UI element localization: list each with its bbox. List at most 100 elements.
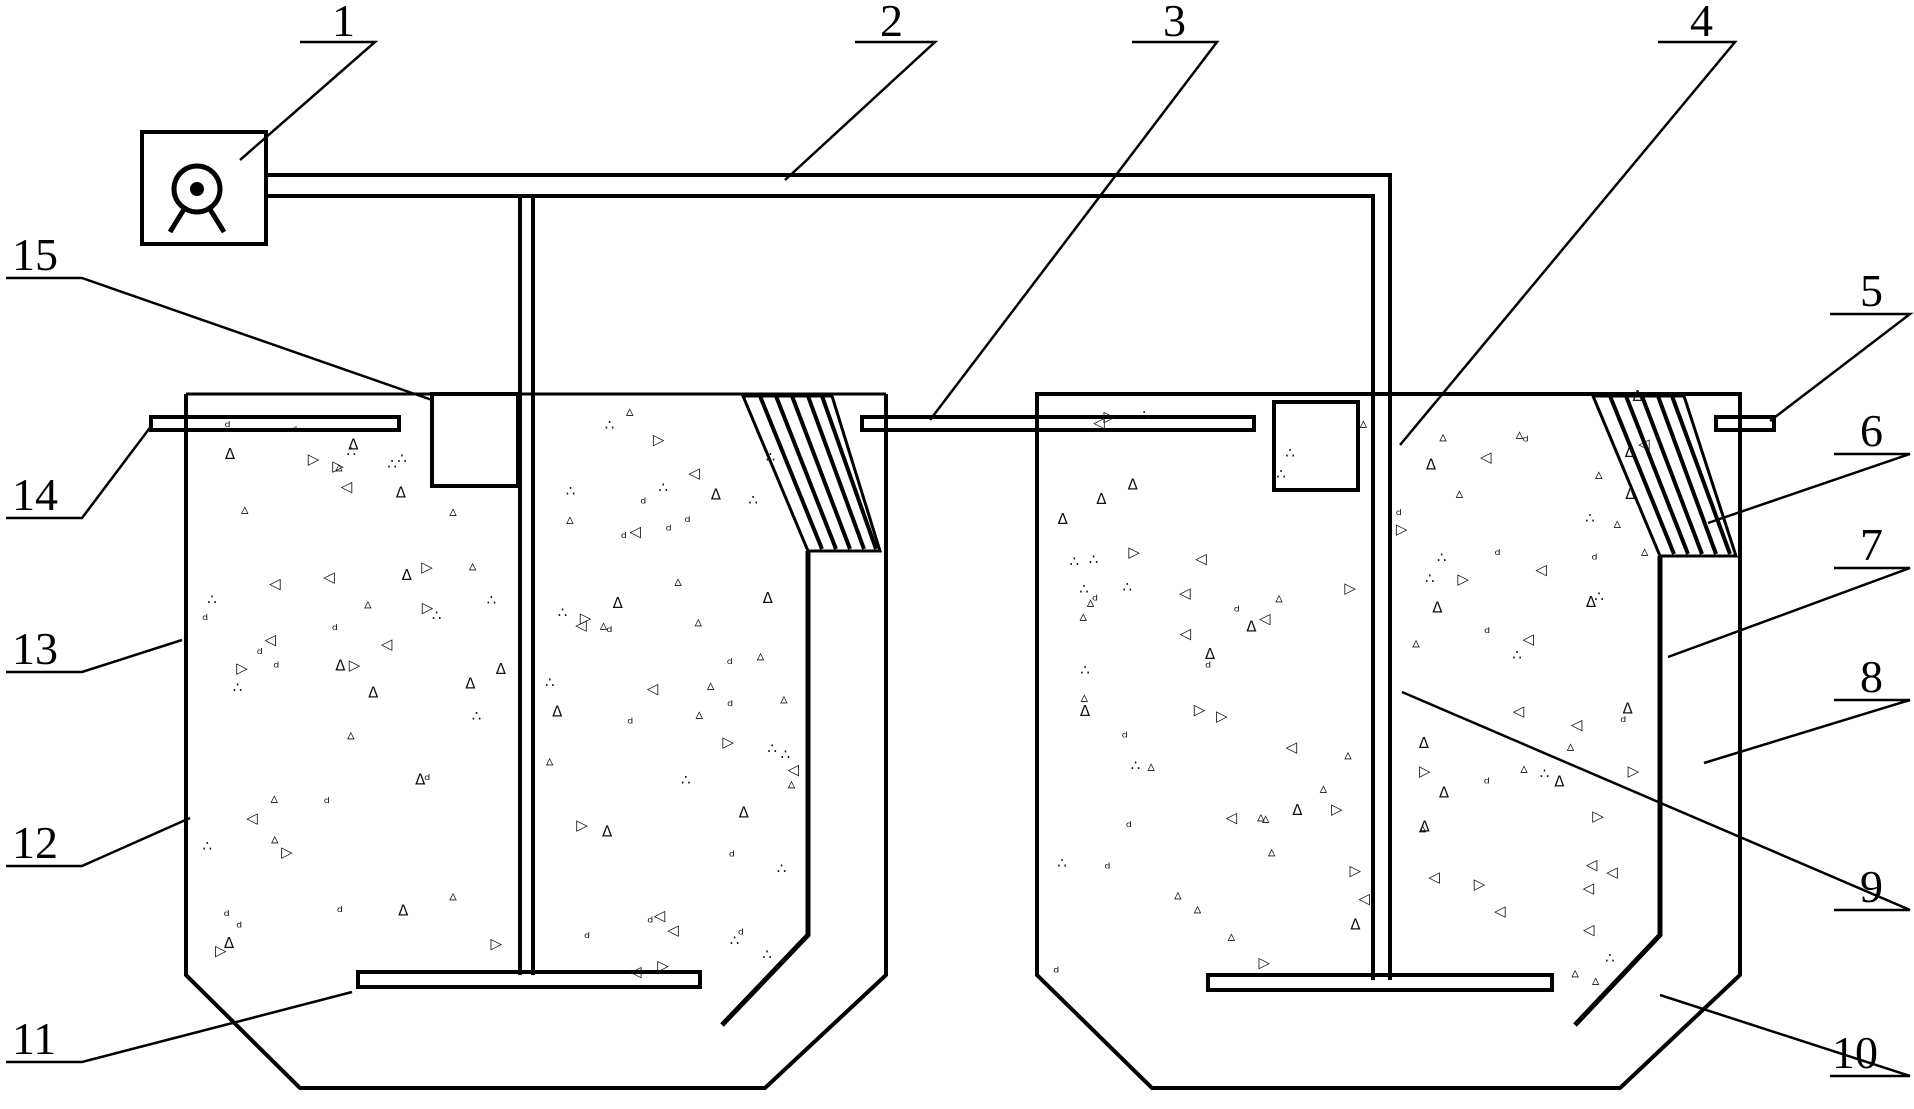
media-speck: ∴ bbox=[1070, 552, 1080, 570]
media-speck: ᵈ bbox=[1205, 659, 1211, 677]
media-speck: ▵ bbox=[566, 510, 574, 528]
media-speck: ∴ bbox=[472, 707, 482, 725]
inclined-plate-settler bbox=[740, 394, 883, 553]
media-speck: ∴ bbox=[1131, 757, 1141, 775]
media-speck: Δ bbox=[1426, 455, 1437, 473]
media-speck: ▷ bbox=[653, 431, 665, 449]
media-speck: ▷ bbox=[1396, 520, 1408, 538]
media-speck: ∴ bbox=[1080, 661, 1090, 679]
media-speck: Δ bbox=[1292, 801, 1303, 819]
media-speck: ▵ bbox=[1456, 484, 1464, 502]
media-speck: ᵈ bbox=[273, 659, 279, 677]
media-speck: ∴ bbox=[432, 607, 442, 625]
media-speck: ᵈ bbox=[727, 655, 733, 673]
media-speck: ▵ bbox=[1262, 809, 1270, 827]
media-speck: ◁ bbox=[265, 630, 277, 648]
media-speck: ᵈ bbox=[647, 914, 653, 932]
media-speck: ▵ bbox=[1360, 414, 1368, 432]
media-speck: ∴ bbox=[767, 740, 777, 758]
media-speck: ∴ bbox=[1139, 406, 1149, 424]
media-speck: ▵ bbox=[1412, 633, 1420, 651]
media-speck: ᵈ bbox=[738, 926, 744, 944]
media-speck: ∴ bbox=[730, 932, 740, 950]
leader-lines bbox=[6, 40, 1914, 1078]
media-speck: ▵ bbox=[1571, 964, 1579, 982]
media-speck: ᵈ bbox=[1053, 964, 1059, 982]
media-speck: ◁ bbox=[1180, 625, 1192, 643]
media-speck: ᵈ bbox=[584, 929, 590, 947]
media-speck: ▷ bbox=[580, 609, 592, 627]
media-speck: ᵈ bbox=[1234, 603, 1240, 621]
media-speck: ▵ bbox=[695, 613, 703, 631]
media-speck: ᵈ bbox=[727, 697, 733, 715]
media-speck: Δ bbox=[1246, 617, 1257, 635]
media-speck: ᵈ bbox=[1126, 818, 1132, 836]
media-speck: ▷ bbox=[722, 733, 734, 751]
media-speck: ᵈ bbox=[1396, 506, 1402, 524]
media-speck: ∴ bbox=[1605, 949, 1615, 967]
media-speck: ◁ bbox=[1606, 863, 1618, 881]
media-speck: ▵ bbox=[1419, 818, 1427, 836]
media-speck: ∴ bbox=[207, 591, 217, 609]
media-speck: ∴ bbox=[777, 860, 787, 878]
media-speck: ∴ bbox=[658, 478, 668, 496]
blower-icon bbox=[167, 163, 227, 234]
suspended-media: ▵ᵈᵈ◁∴▵Δ▷▷ᵈΔΔ▵∴ΔΔ◁Δ▵ᵈ∴▷Δ▵▷▷ᵈ∴◁▷ᵈ▷ᵈ◁▵◁Δ▵ᵈ▵… bbox=[202, 387, 1650, 989]
media-speck: ▵ bbox=[674, 572, 682, 590]
media-speck: ᵈ bbox=[1484, 774, 1490, 792]
media-speck: ◁ bbox=[630, 963, 642, 981]
media-speck: ᵈ bbox=[685, 513, 691, 531]
media-speck: ◁ bbox=[788, 761, 800, 779]
baffle-wall bbox=[720, 551, 811, 1027]
media-speck: ᵈ bbox=[1523, 432, 1529, 450]
callout-label: 8 bbox=[1860, 651, 1883, 702]
blower-unit bbox=[140, 130, 268, 246]
callout-label: 6 bbox=[1860, 405, 1883, 456]
media-speck: ▵ bbox=[788, 775, 796, 793]
media-speck: ∴ bbox=[748, 491, 758, 509]
media-speck: Δ bbox=[465, 674, 476, 692]
media-speck: ▷ bbox=[308, 450, 320, 468]
media-speck: ∴ bbox=[681, 771, 691, 789]
media-speck: ▷ bbox=[349, 656, 361, 674]
media-speck: ◁ bbox=[654, 907, 666, 925]
callout-label: 3 bbox=[1163, 0, 1186, 46]
media-speck: ᵈ bbox=[1592, 551, 1598, 569]
media-speck: Δ bbox=[225, 445, 236, 463]
media-speck: ▵ bbox=[1275, 588, 1283, 606]
media-speck: Δ bbox=[496, 660, 507, 678]
media-speck: Δ bbox=[415, 770, 426, 788]
media-speck: ▵ bbox=[1592, 971, 1600, 989]
media-speck: ▷ bbox=[236, 659, 248, 677]
media-speck: ▵ bbox=[1081, 688, 1089, 706]
media-speck: ◁ bbox=[1195, 549, 1207, 567]
media-speck: Δ bbox=[368, 684, 379, 702]
media-speck: ∴ bbox=[1276, 465, 1286, 483]
media-speck: ∴ bbox=[1425, 569, 1435, 587]
media-speck: ᵈ bbox=[666, 522, 672, 540]
callout-label: 9 bbox=[1860, 861, 1883, 912]
media-speck: ᵈ bbox=[291, 423, 297, 441]
media-speck: ᵈ bbox=[606, 623, 612, 641]
media-speck: ∴ bbox=[397, 450, 407, 468]
left-tank bbox=[149, 392, 888, 1090]
media-speck: ∴ bbox=[1285, 444, 1295, 462]
media-speck: ▷ bbox=[1104, 408, 1116, 426]
media-speck: ∴ bbox=[1540, 765, 1550, 783]
media-speck: ▵ bbox=[271, 830, 279, 848]
media-speck: Δ bbox=[1623, 699, 1634, 717]
callout-label: 1 bbox=[332, 0, 355, 46]
tank-wall bbox=[184, 394, 888, 1090]
media-speck: ▷ bbox=[1216, 707, 1228, 725]
media-speck: ᵈ bbox=[225, 418, 231, 436]
media-speck: ▵ bbox=[1080, 607, 1088, 625]
media-speck: ▵ bbox=[1439, 428, 1447, 446]
media-speck: Δ bbox=[1080, 702, 1091, 720]
callout-label: 13 bbox=[12, 623, 58, 674]
media-speck: ▵ bbox=[271, 789, 279, 807]
air-downpipe-left bbox=[518, 196, 535, 975]
media-speck: Δ bbox=[1419, 734, 1430, 752]
media-speck: ▵ bbox=[364, 594, 372, 612]
media-speck: ᵈ bbox=[729, 848, 735, 866]
media-speck: ᵈ bbox=[627, 714, 633, 732]
